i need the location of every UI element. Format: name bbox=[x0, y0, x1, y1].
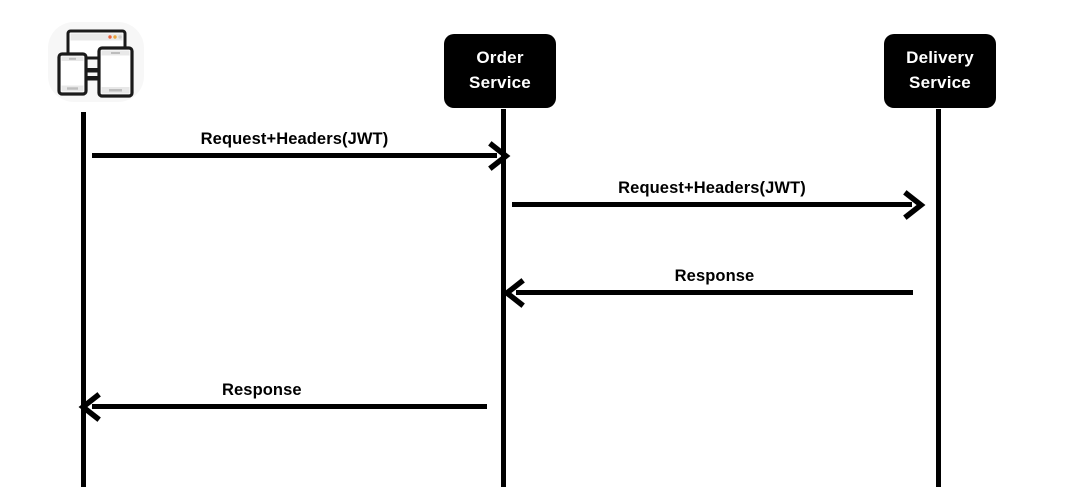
lifeline-order-service bbox=[501, 109, 506, 487]
arrowhead-left-icon bbox=[501, 277, 531, 308]
lifeline-client bbox=[81, 112, 86, 487]
message-4-label: Response bbox=[222, 381, 302, 399]
message-2-line bbox=[512, 202, 912, 207]
message-1-request-headers-jwt[interactable]: Request+Headers(JWT) bbox=[92, 118, 511, 171]
message-3-label: Response bbox=[674, 267, 755, 285]
message-2-request-headers-jwt[interactable]: Request+Headers(JWT) bbox=[512, 167, 926, 220]
participant-delivery-service[interactable]: Delivery Service bbox=[884, 34, 996, 108]
message-4-response[interactable]: Response bbox=[78, 369, 487, 422]
message-3-line bbox=[516, 290, 913, 295]
message-1-line bbox=[92, 153, 497, 158]
message-4-line bbox=[92, 404, 487, 409]
arrowhead-right-icon bbox=[482, 140, 512, 171]
participant-order-service-title-line2: Service bbox=[469, 73, 531, 92]
message-1-label: Request+Headers(JWT) bbox=[200, 130, 389, 148]
participant-order-service[interactable]: Order Service bbox=[444, 34, 556, 108]
multi-device-icon bbox=[48, 22, 144, 102]
message-3-response[interactable]: Response bbox=[502, 255, 913, 308]
arrowhead-left-icon bbox=[77, 391, 107, 422]
lifeline-delivery-service bbox=[936, 109, 941, 487]
participant-order-service-title-line1: Order bbox=[476, 48, 524, 68]
message-2-label: Request+Headers(JWT) bbox=[618, 179, 806, 197]
participant-delivery-service-title-line1: Delivery bbox=[906, 48, 974, 68]
arrowhead-right-icon bbox=[897, 189, 927, 220]
participant-delivery-service-title-line2: Service bbox=[909, 73, 971, 92]
